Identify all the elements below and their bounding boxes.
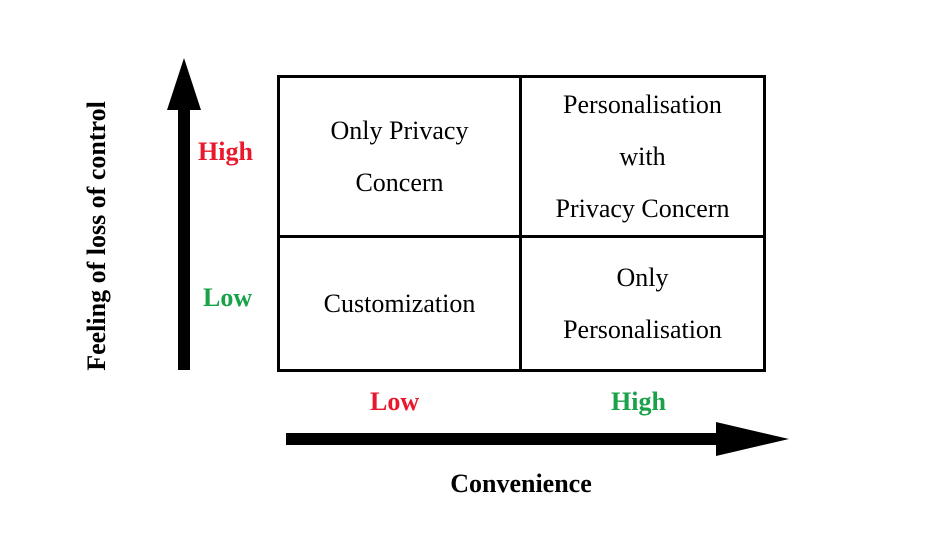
quadrant-text-line: Customization <box>323 288 476 318</box>
quadrant-text-line: Only Privacy <box>330 115 469 145</box>
x-axis-title: Convenience <box>450 469 592 498</box>
quadrant-text-line: Concern <box>355 167 444 197</box>
quadrant-top-right: Personalisation with Privacy Concern <box>522 78 763 238</box>
x-axis-low-label: Low <box>370 387 420 416</box>
quadrant-text-line: Personalisation <box>563 314 722 344</box>
quadrant-text-line: Privacy Concern <box>555 193 730 223</box>
x-axis-arrow <box>286 422 789 456</box>
y-axis-high-label: High <box>198 137 253 166</box>
y-axis-arrow <box>167 58 201 370</box>
quadrant-bottom-right: Only Personalisation <box>522 238 763 369</box>
quadrant-bottom-left: Customization <box>280 238 522 369</box>
quadrant-text-line: Personalisation <box>563 89 722 119</box>
quadrant-text-line: Only <box>616 262 669 292</box>
y-axis-low-label: Low <box>203 283 253 312</box>
quadrant-top-left: Only Privacy Concern <box>280 78 522 238</box>
quadrant-grid: Only Privacy Concern Personalisation wit… <box>277 75 766 372</box>
quadrant-text-line: with <box>619 141 666 171</box>
y-axis-title: Feeling of loss of control <box>82 101 111 371</box>
x-axis-high-label: High <box>611 387 666 416</box>
